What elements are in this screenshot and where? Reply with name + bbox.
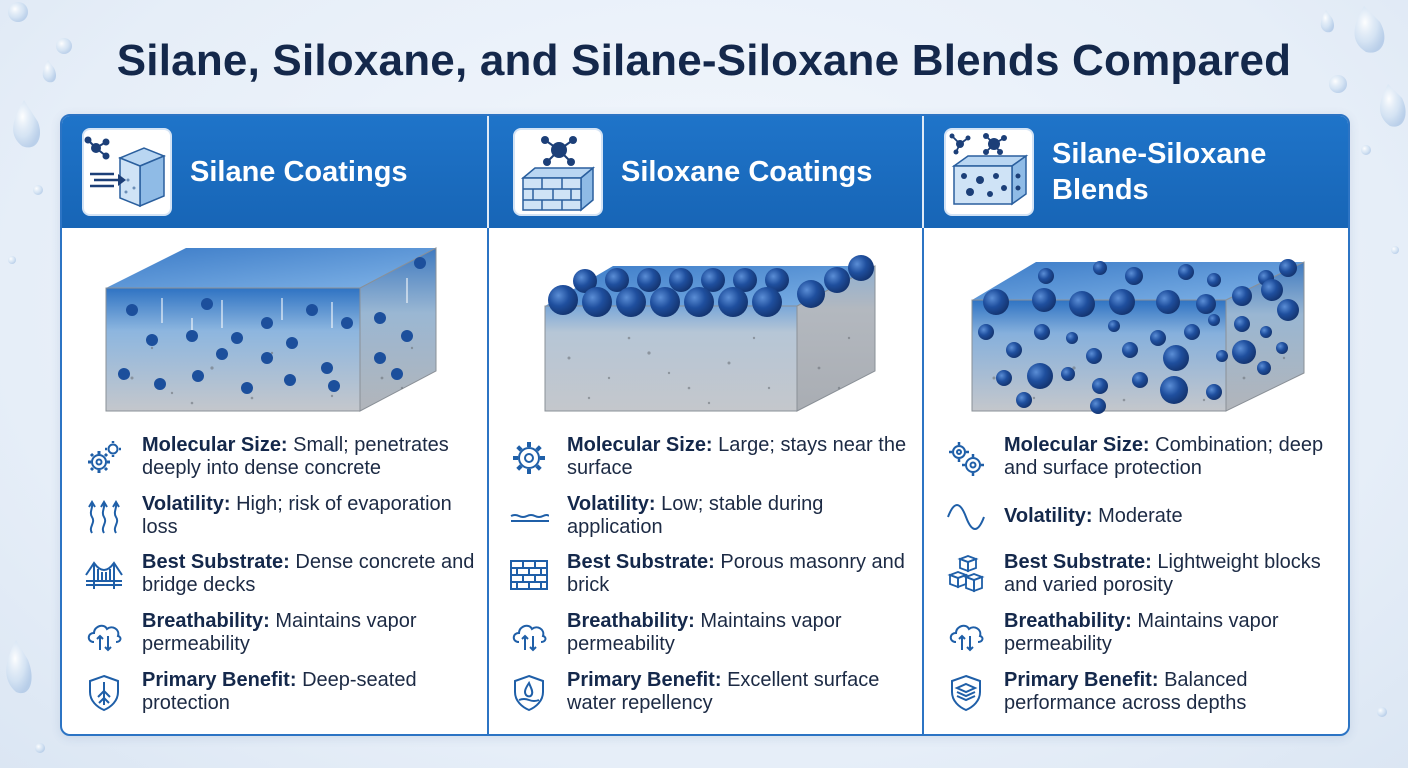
gears-icon (949, 442, 984, 476)
property-molecular-size: Molecular Size: Combination; deep and su… (946, 434, 1346, 486)
siloxane-molecule-brick-icon (513, 128, 603, 216)
property-primary-benefit: Primary Benefit: Deep-seated protection (84, 669, 484, 721)
silane-molecule-penetration-icon (82, 128, 172, 216)
column-silane: Silane Coatings (62, 116, 487, 734)
property-label: Breathability: (567, 610, 695, 632)
column-divider (487, 116, 489, 734)
sine-wave-icon (947, 504, 985, 530)
bridge-icon (85, 561, 123, 589)
property-label: Volatility: (142, 493, 231, 515)
property-label: Best Substrate: (567, 551, 715, 573)
gears-icon (88, 441, 121, 473)
property-value: Excellent surface water repellency (567, 669, 880, 714)
property-value: Maintains vapor permeability (567, 610, 842, 655)
property-label: Molecular Size: (142, 434, 288, 456)
page-title: Silane, Siloxane, and Silane-Siloxane Bl… (116, 36, 1292, 85)
column-title: Silane Coatings (190, 155, 408, 188)
concrete-block-surface-layer (489, 228, 922, 428)
property-label: Breathability: (142, 610, 270, 632)
comparison-panel: Silane Coatings (60, 114, 1350, 736)
blend-molecule-block-icon (944, 128, 1034, 216)
cubes-icon (947, 555, 985, 593)
concrete-block-deep-penetration (62, 228, 487, 428)
property-label: Molecular Size: (567, 434, 713, 456)
column-header: Siloxane Coatings (489, 116, 922, 228)
property-label: Molecular Size: (1004, 434, 1150, 456)
property-breathability: Breathability: Maintains vapor permeabil… (84, 610, 484, 662)
property-label: Volatility: (567, 493, 656, 515)
column-divider (922, 116, 924, 734)
shield-roots-icon (89, 674, 119, 712)
property-label: Best Substrate: (1004, 551, 1152, 573)
column-header: Silane-Siloxane Blends (924, 116, 1348, 228)
rising-vapor-icon (88, 500, 120, 534)
property-label: Primary Benefit: (142, 669, 297, 691)
property-molecular-size: Molecular Size: Large; stays near the su… (509, 434, 909, 486)
property-primary-benefit: Primary Benefit: Balanced performance ac… (946, 669, 1346, 721)
column-header: Silane Coatings (62, 116, 487, 228)
column-siloxane: Siloxane Coatings (489, 116, 922, 734)
property-primary-benefit: Primary Benefit: Excellent surface water… (509, 669, 909, 721)
cloud-exchange-icon (512, 624, 547, 652)
property-value: Maintains vapor permeability (142, 610, 417, 655)
property-value: Small; penetrates deeply into dense conc… (142, 434, 449, 479)
property-value: Dense concrete and bridge decks (142, 551, 475, 596)
property-value: Lightweight blocks and varied porosity (1004, 551, 1321, 596)
property-value: Deep-seated protection (142, 669, 417, 714)
property-value: Combination; deep and surface protection (1004, 434, 1324, 479)
property-best-substrate: Best Substrate: Dense concrete and bridg… (84, 551, 484, 603)
property-value: Maintains vapor permeability (1004, 610, 1279, 655)
shield-drop-icon (514, 674, 544, 712)
property-volatility: Volatility: Low; stable during applicati… (509, 493, 909, 545)
column-silane-siloxane-blends: Silane-Siloxane Blends (924, 116, 1348, 734)
property-molecular-size: Molecular Size: Small; penetrates deeply… (84, 434, 484, 486)
gear-icon (513, 442, 545, 474)
property-label: Primary Benefit: (1004, 669, 1159, 691)
cloud-exchange-icon (87, 624, 122, 652)
property-value: High; risk of evaporation loss (142, 493, 452, 538)
property-value: Porous masonry and brick (567, 551, 905, 596)
property-best-substrate: Best Substrate: Lightweight blocks and v… (946, 551, 1346, 603)
property-label: Primary Benefit: (567, 669, 722, 691)
property-label: Volatility: (1004, 505, 1093, 527)
property-volatility: Volatility: Moderate (946, 493, 1346, 545)
column-title: Siloxane Coatings (621, 155, 873, 188)
property-value: Balanced performance across depths (1004, 669, 1248, 714)
cloud-exchange-icon (949, 624, 984, 652)
property-breathability: Breathability: Maintains vapor permeabil… (946, 610, 1346, 662)
flat-wave-icon (510, 514, 549, 522)
property-value: Moderate (1098, 505, 1183, 527)
property-value: Large; stays near the surface (567, 434, 907, 479)
property-volatility: Volatility: High; risk of evaporation lo… (84, 493, 484, 545)
header-band (62, 116, 1348, 228)
brick-wall-icon (510, 560, 548, 590)
property-best-substrate: Best Substrate: Porous masonry and brick (509, 551, 909, 603)
property-label: Breathability: (1004, 610, 1132, 632)
column-title: Silane-Siloxane Blends (1052, 137, 1267, 206)
shield-layers-icon (951, 674, 981, 712)
property-label: Best Substrate: (142, 551, 290, 573)
concrete-block-mixed-distribution (924, 228, 1348, 428)
property-value: Low; stable during application (567, 493, 824, 538)
property-breathability: Breathability: Maintains vapor permeabil… (509, 610, 909, 662)
